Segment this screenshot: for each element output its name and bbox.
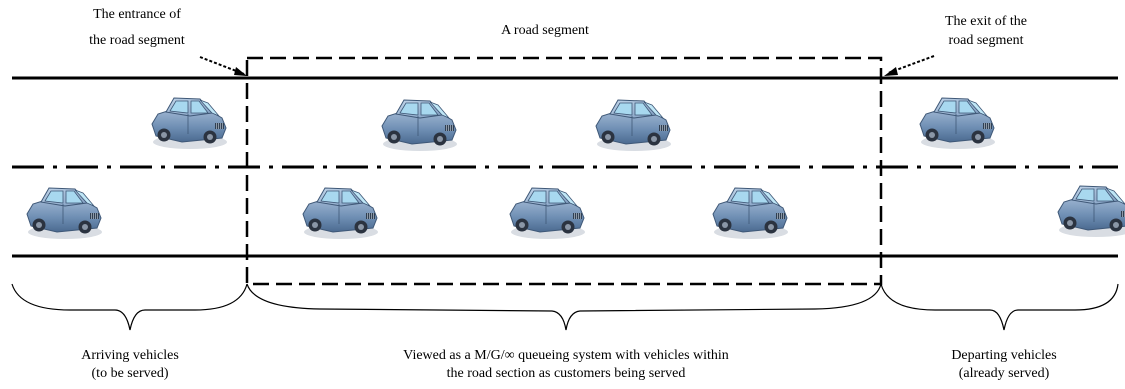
queue-label-line1: Viewed as a M/G/∞ queueing system with v… — [403, 348, 729, 363]
exit-label-line2: road segment — [948, 33, 1024, 48]
road-segment-box — [245, 56, 883, 286]
entrance-label: The entrance of the road segment — [62, 6, 212, 50]
departing-brace — [880, 283, 1119, 331]
entrance-pointer — [199, 56, 245, 75]
exit-arrowhead — [884, 67, 898, 76]
car-icon — [919, 97, 996, 150]
queue-label-line2: the road section as customers being serv… — [446, 366, 686, 381]
departing-label: Departing vehicles (already served) — [914, 347, 1094, 383]
car-icon — [1057, 185, 1125, 238]
departing-label-line1: Departing vehicles — [951, 348, 1057, 363]
car-icon — [302, 187, 379, 240]
queue-label: Viewed as a M/G/∞ queueing system with v… — [296, 347, 836, 383]
car-icon — [151, 97, 228, 150]
car-icon — [712, 187, 789, 240]
entrance-label-line1: The entrance of — [93, 7, 181, 22]
arriving-label-line1: Arriving vehicles — [81, 348, 179, 363]
car-icon — [381, 99, 458, 152]
car-icon — [509, 187, 586, 240]
arriving-brace — [11, 283, 248, 331]
segment-title: A road segment — [501, 23, 589, 38]
car-icon — [595, 99, 672, 152]
exit-label-line1: The exit of the — [944, 14, 1028, 29]
car-icon — [26, 187, 103, 240]
exit-label: The exit of the road segment — [916, 13, 1056, 50]
entrance-label-line2: the road segment — [89, 33, 185, 48]
queue-brace — [246, 283, 882, 331]
entrance-arrowhead — [234, 67, 247, 76]
departing-label-line2: (already served) — [958, 366, 1050, 381]
arriving-label: Arriving vehicles (to be served) — [40, 347, 220, 383]
arriving-label-line2: (to be served) — [91, 366, 169, 381]
